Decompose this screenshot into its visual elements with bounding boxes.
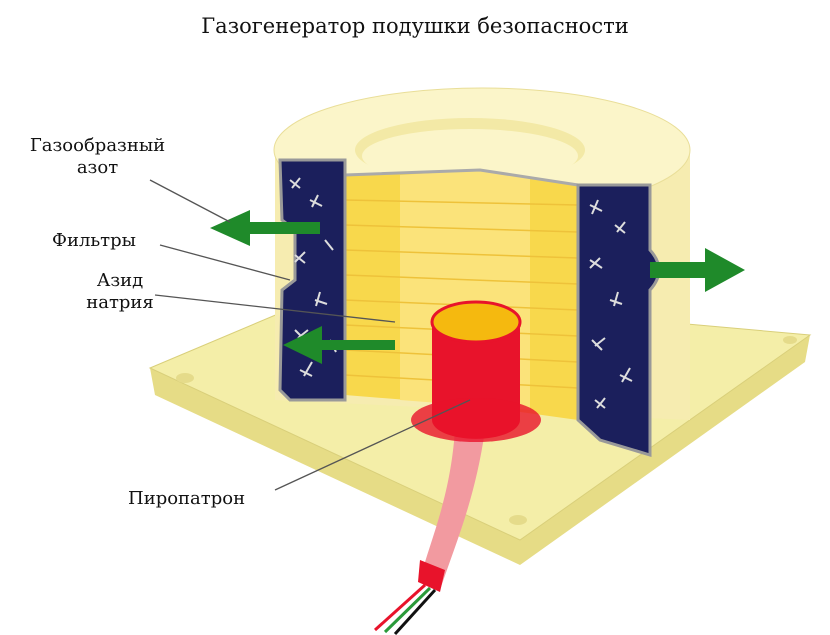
- label-gaseous-nitrogen: Газообразный азот: [10, 135, 185, 179]
- right-filter: [576, 183, 661, 458]
- label-filters: Фильтры: [52, 230, 136, 251]
- label-gas-line2: азот: [76, 157, 119, 178]
- squib: [373, 300, 541, 635]
- diagram-title: Газогенератор подушки безопасности: [201, 14, 629, 38]
- label-sodium-azide: Азид натрия: [80, 270, 160, 314]
- label-gas-line1: Газообразный: [29, 135, 166, 156]
- label-azide-line2: натрия: [86, 292, 154, 313]
- leader-lines: [149, 179, 471, 491]
- label-squib: Пиропатрон: [128, 488, 246, 509]
- label-azide-line1: Азид: [96, 270, 144, 291]
- gas-flow-arrows: [210, 210, 745, 364]
